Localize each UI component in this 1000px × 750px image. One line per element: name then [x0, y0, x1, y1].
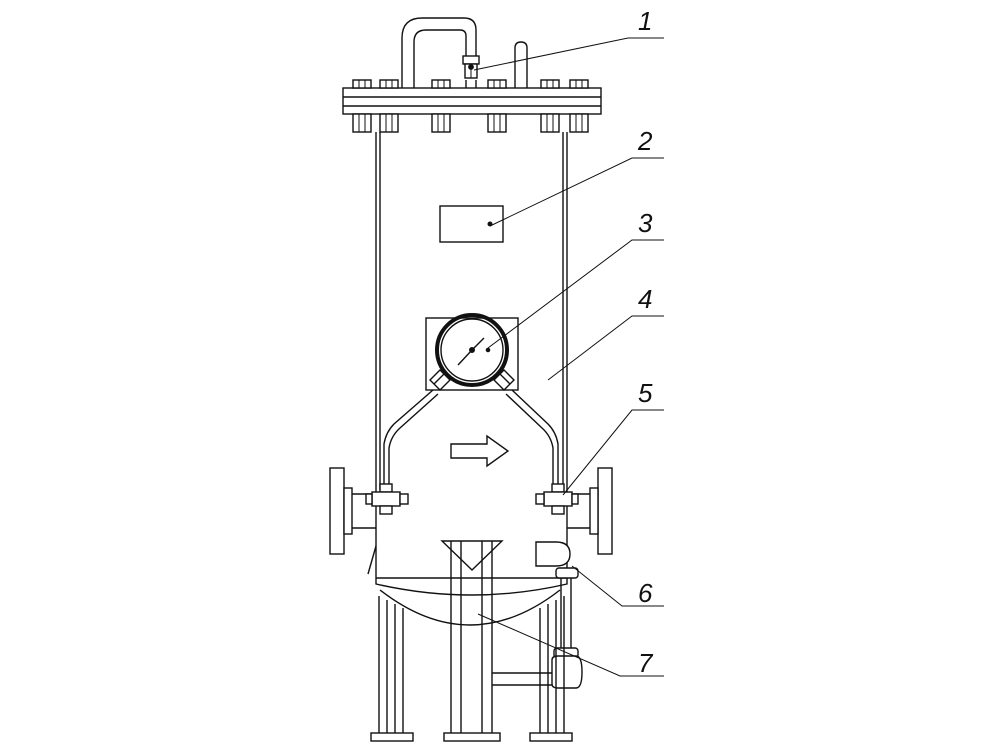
callout-3: 3: [638, 208, 653, 238]
needle-valve-left: [365, 483, 409, 515]
flange-bolt: [379, 79, 399, 133]
flow-arrow: [450, 434, 510, 468]
flange-bolt: [431, 79, 451, 133]
impulse-tubing: [383, 389, 559, 484]
support-legs: [367, 545, 573, 742]
callout-6: 6: [638, 578, 653, 608]
callout-5: 5: [638, 378, 653, 408]
callout-1: 1: [638, 6, 652, 36]
center-outlet-leg: [440, 540, 504, 742]
top-flange: [342, 87, 602, 115]
flange-bolts: [352, 79, 589, 133]
gauge-fittings: [429, 369, 515, 391]
flange-bolt: [352, 79, 372, 133]
flange-bolt: [540, 79, 560, 133]
inlet-flange: [329, 467, 376, 555]
callout-leaders: [473, 37, 664, 677]
top-vent-piping: [401, 17, 528, 88]
callout-4: 4: [638, 284, 652, 314]
outlet-flange: [567, 467, 613, 555]
drain-assembly: [492, 541, 583, 689]
needle-valve-right: [535, 483, 579, 515]
callout-7: 7: [638, 648, 654, 678]
nameplate: [439, 205, 504, 243]
callout-2: 2: [637, 126, 653, 156]
flange-bolt: [487, 79, 507, 133]
callout-labels: 1 2 3 4 5 6 7: [637, 6, 654, 678]
flange-bolt: [569, 79, 589, 133]
vent-valve: [462, 55, 480, 79]
